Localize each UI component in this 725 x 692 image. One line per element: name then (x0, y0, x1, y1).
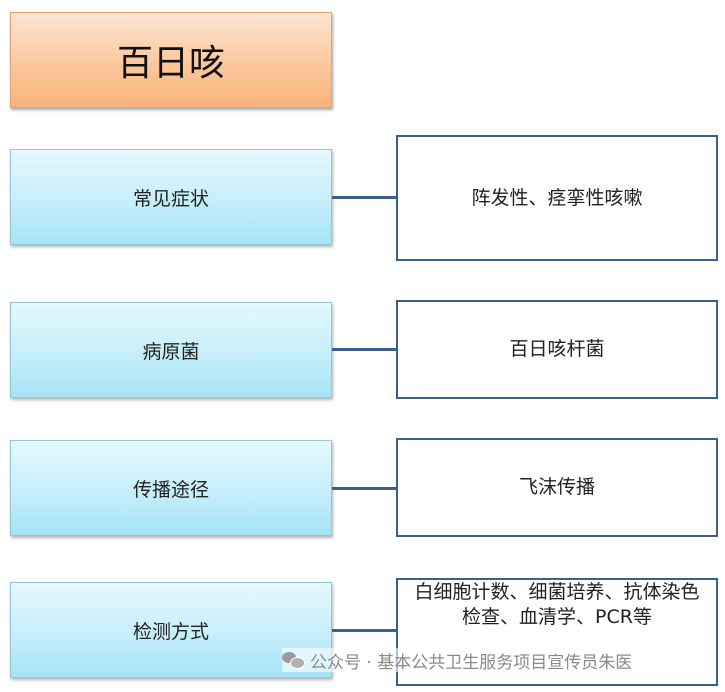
category-label: 传播途径 (132, 478, 209, 501)
title-box: 百日咳 (10, 12, 332, 108)
value-box-pathogen: 百日咳杆菌 (396, 300, 718, 399)
connector-line (332, 487, 396, 490)
value-line: 白细胞计数、细菌培养、抗体染色 (414, 581, 700, 603)
value-text-block: 白细胞计数、细菌培养、抗体染色 检查、血清学、PCR等 (414, 580, 699, 629)
value-label: 飞沫传播 (518, 476, 595, 499)
category-label: 病原菌 (142, 340, 200, 363)
category-box-transmission: 传播途径 (10, 440, 332, 536)
watermark: 公众号 · 基本公共卫生服务项目宣传员朱医 (282, 648, 633, 673)
value-line: 检查、血清学、PCR等 (462, 605, 652, 628)
category-box-detection: 检测方式 (10, 582, 332, 678)
category-label: 常见症状 (132, 187, 209, 210)
value-label: 阵发性、痉挛性咳嗽 (471, 186, 643, 209)
wechat-icon (282, 651, 305, 669)
connector-line (332, 196, 396, 199)
category-label: 检测方式 (132, 620, 209, 643)
category-box-pathogen: 病原菌 (10, 302, 332, 398)
diagram-title: 百日咳 (116, 43, 225, 84)
connector-line (332, 629, 396, 632)
category-box-symptoms: 常见症状 (10, 149, 332, 245)
watermark-text: 公众号 · 基本公共卫生服务项目宣传员朱医 (310, 652, 633, 673)
value-box-transmission: 飞沫传播 (396, 438, 718, 537)
connector-line (332, 348, 396, 351)
value-box-symptoms: 阵发性、痉挛性咳嗽 (396, 135, 718, 261)
value-label: 百日咳杆菌 (509, 338, 605, 361)
